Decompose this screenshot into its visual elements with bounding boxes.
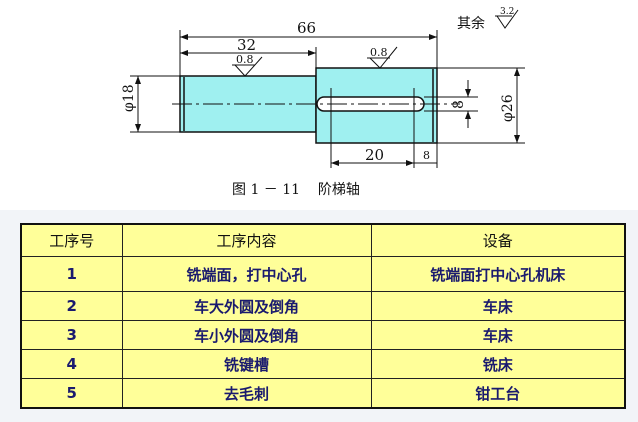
dim-small-dia: φ18 — [121, 84, 137, 112]
dim-large-dia: φ26 — [500, 94, 516, 122]
shaft-svg: 66 32 0.8 0.8 φ18 φ26 8 20 8 其余 3.2 图 1 … — [121, 7, 525, 198]
table-header-row: 工序号 工序内容 设备 — [20, 223, 626, 257]
dim-key-offset: 8 — [423, 149, 430, 162]
cell-step-no: 3 — [20, 320, 123, 350]
dim-key-width: 8 — [451, 100, 467, 109]
cell-equipment: 铣床 — [370, 349, 626, 379]
cell-equipment: 钳工台 — [370, 378, 626, 409]
dim-total-length: 66 — [297, 19, 316, 37]
stepped-shaft-drawing: 66 32 0.8 0.8 φ18 φ26 8 20 8 其余 3.2 图 1 … — [0, 0, 638, 210]
cell-step-no: 4 — [20, 349, 123, 379]
roughness-large: 0.8 — [370, 46, 388, 59]
dim-small-length: 32 — [237, 36, 256, 54]
cell-content: 铣键槽 — [121, 349, 372, 379]
other-surface-label: 其余 — [457, 15, 485, 32]
cell-equipment: 车床 — [370, 320, 626, 350]
header-step-no: 工序号 — [20, 223, 123, 257]
dim-key-length: 20 — [365, 146, 384, 164]
table-row: 3 车小外圆及倒角 车床 — [20, 320, 626, 350]
cell-step-no: 5 — [20, 378, 123, 409]
other-roughness: 3.2 — [500, 7, 514, 17]
cell-content: 铣端面，打中心孔 — [121, 256, 372, 292]
table-row: 4 铣键槽 铣床 — [20, 349, 626, 379]
header-content: 工序内容 — [121, 223, 372, 257]
roughness-small: 0.8 — [236, 53, 254, 66]
cell-content: 车大外圆及倒角 — [121, 291, 372, 321]
cell-content: 车小外圆及倒角 — [121, 320, 372, 350]
figure-caption: 图 1 － 11 阶梯轴 — [232, 182, 360, 198]
header-equipment: 设备 — [370, 223, 626, 257]
cell-equipment: 铣端面打中心孔机床 — [370, 256, 626, 292]
cell-equipment: 车床 — [370, 291, 626, 321]
process-table: 工序号 工序内容 设备 1 铣端面，打中心孔 铣端面打中心孔机床 2 车大外圆及… — [20, 223, 626, 409]
table-row: 2 车大外圆及倒角 车床 — [20, 291, 626, 321]
cell-step-no: 2 — [20, 291, 123, 321]
table-row: 5 去毛刺 钳工台 — [20, 378, 626, 409]
cell-step-no: 1 — [20, 256, 123, 292]
cell-content: 去毛刺 — [121, 378, 372, 409]
table-row: 1 铣端面，打中心孔 铣端面打中心孔机床 — [20, 256, 626, 292]
